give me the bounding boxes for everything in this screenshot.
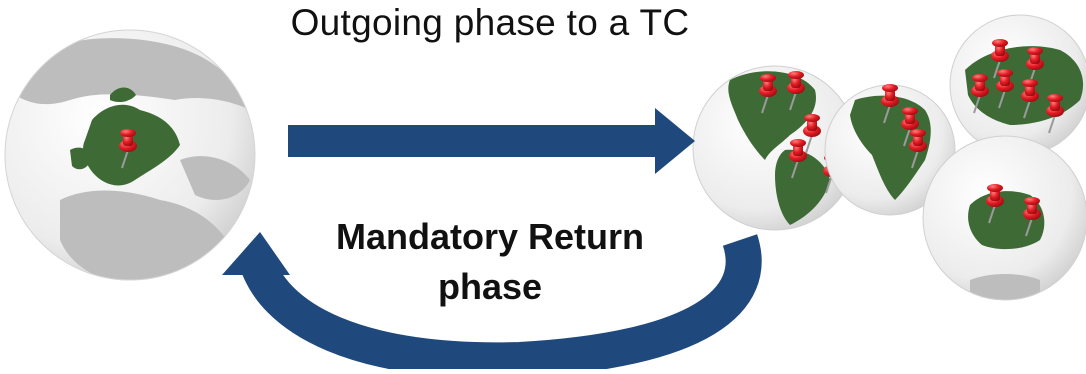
asia-globe	[949, 14, 1086, 156]
return-phase-label: Mandatory Return phase	[300, 212, 680, 312]
return-arrow	[222, 232, 762, 374]
outgoing-arrow	[288, 108, 695, 174]
outgoing-phase-label: Outgoing phase to a TC	[290, 2, 690, 43]
oceania-globe	[922, 135, 1086, 301]
americas-globe	[692, 65, 858, 231]
europe-globe	[4, 29, 256, 281]
return-label-line2: phase	[437, 266, 543, 307]
africa-globe	[824, 83, 956, 216]
return-label-line1: Mandatory Return	[335, 216, 645, 257]
